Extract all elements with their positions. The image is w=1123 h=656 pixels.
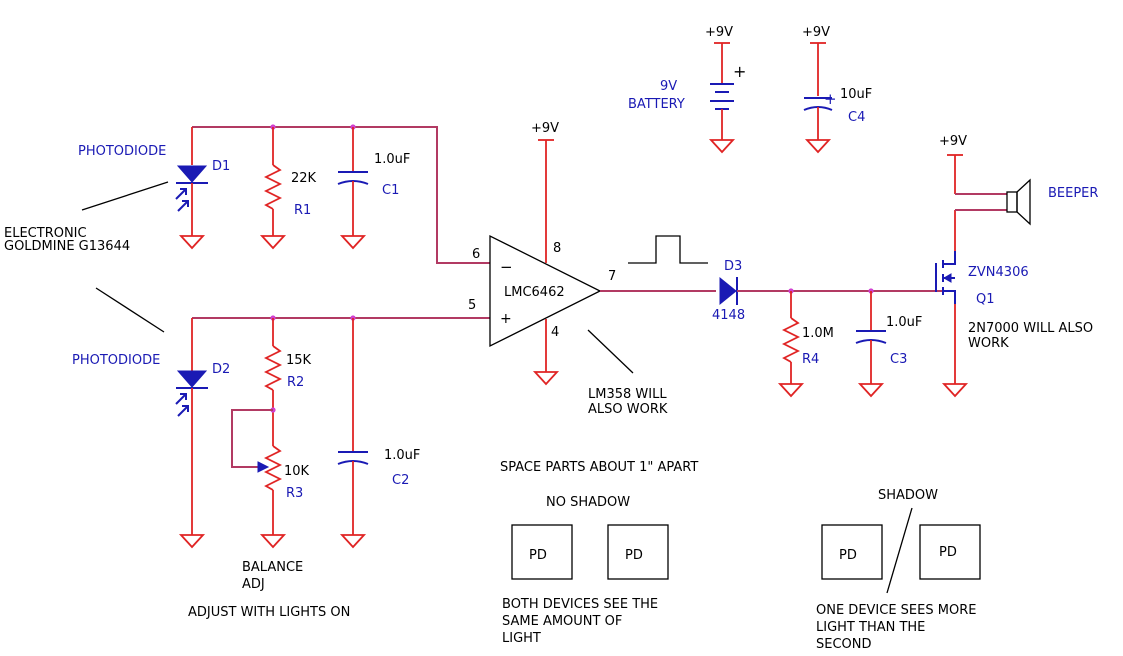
label-d3: D3 (724, 259, 742, 274)
label-pd-1: PD (529, 548, 547, 563)
label-c1-value: 1.0uF (374, 152, 410, 167)
label-d2: D2 (212, 362, 230, 377)
label-r4-value: 1.0M (802, 326, 834, 341)
pd-box-1 (511, 524, 573, 580)
label-goldmine: GOLDMINE G13644 (4, 239, 130, 254)
photodiode-d1 (175, 127, 208, 249)
label-both-2: SAME AMOUNT OF (502, 614, 622, 629)
label-one-3: SECOND (816, 637, 872, 652)
label-beeper: BEEPER (1048, 186, 1098, 201)
label-r4: R4 (802, 352, 819, 367)
label-pin5: 5 (468, 298, 476, 313)
capacitor-c1 (337, 127, 369, 249)
capacitor-c4 (803, 42, 833, 153)
label-pd-2: PD (625, 548, 643, 563)
label-q1: Q1 (976, 292, 995, 307)
photodiode-d2 (175, 318, 208, 548)
label-battery-plus9v: +9V (705, 25, 733, 40)
capacitor-c3 (855, 291, 887, 397)
label-lm358-1: LM358 WILL (588, 387, 667, 402)
resistor-r1 (261, 127, 285, 249)
label-d3-value: 4148 (712, 308, 745, 323)
label-alt-2: WORK (968, 336, 1009, 351)
label-pin6: 6 (472, 247, 480, 262)
label-no-shadow: NO SHADOW (546, 495, 630, 510)
label-r3: R3 (286, 486, 303, 501)
label-r1-value: 22K (291, 171, 317, 186)
label-adj: ADJ (242, 577, 265, 592)
label-c3: C3 (890, 352, 907, 367)
beeper-supply (947, 154, 1007, 211)
label-both-3: LIGHT (502, 631, 541, 646)
shadow-pointer (886, 507, 913, 594)
lm358-pointer (587, 329, 634, 374)
label-photodiode-2: PHOTODIODE (72, 353, 160, 368)
label-one-1: ONE DEVICE SEES MORE (816, 603, 976, 618)
capacitor-c2 (337, 318, 369, 548)
top-sense-network (175, 124, 490, 264)
label-c4-value: 10uF (840, 87, 872, 102)
label-photodiode-1: PHOTODIODE (78, 144, 166, 159)
label-adjust-lights: ADJUST WITH LIGHTS ON (188, 605, 350, 620)
label-lm358-2: ALSO WORK (588, 402, 668, 417)
label-battery-plus: + (733, 62, 746, 81)
d1-pointer (81, 181, 169, 211)
label-r3-value: 10K (284, 464, 310, 479)
label-c4-plus: + (824, 90, 837, 108)
pd-box-2 (607, 524, 669, 580)
label-beeper-plus9v: +9V (939, 134, 967, 149)
label-battery-v: 9V (660, 79, 677, 94)
label-c2: C2 (392, 473, 409, 488)
label-space-parts: SPACE PARTS ABOUT 1" APART (500, 460, 698, 475)
bottom-sense-network (175, 315, 490, 548)
label-q1-part: ZVN4306 (968, 265, 1029, 280)
label-c3-value: 1.0uF (886, 315, 922, 330)
label-opamp: LMC6462 (504, 285, 565, 300)
label-noninverting-input: + (500, 311, 512, 327)
label-inverting-input: − (500, 258, 513, 276)
label-opamp-plus9v: +9V (531, 121, 559, 136)
label-r1: R1 (294, 203, 311, 218)
label-d1: D1 (212, 159, 230, 174)
pulse-waveform (628, 235, 708, 264)
potentiometer-r3 (231, 409, 285, 548)
label-r2-value: 15K (286, 353, 312, 368)
mosfet-q1 (935, 210, 967, 397)
label-c2-value: 1.0uF (384, 448, 420, 463)
label-battery: BATTERY (628, 97, 685, 112)
pd-box-3 (821, 524, 883, 580)
label-r2: R2 (287, 375, 304, 390)
label-pin8: 8 (553, 241, 561, 256)
label-alt-1: 2N7000 WILL ALSO (968, 321, 1093, 336)
resistor-r4 (779, 291, 803, 397)
label-electronic: ELECTRONIC (4, 226, 87, 241)
opamp-lmc6462 (489, 139, 716, 385)
label-one-2: LIGHT THAN THE (816, 620, 925, 635)
label-c4-plus9v: +9V (802, 25, 830, 40)
label-pin4: 4 (551, 325, 559, 340)
label-pd-4: PD (939, 545, 957, 560)
label-c4: C4 (848, 110, 865, 125)
diode-d3 (719, 276, 952, 306)
resistor-r2 (263, 318, 283, 446)
pd-box-4 (919, 524, 981, 580)
label-shadow: SHADOW (878, 488, 938, 503)
label-both-1: BOTH DEVICES SEE THE (502, 597, 658, 612)
beeper-speaker (1006, 178, 1031, 226)
label-pd-3: PD (839, 548, 857, 563)
label-pin7: 7 (608, 269, 616, 284)
label-balance: BALANCE (242, 560, 303, 575)
d2-pointer (95, 287, 165, 333)
battery-9v (710, 42, 734, 153)
label-c1: C1 (382, 183, 399, 198)
